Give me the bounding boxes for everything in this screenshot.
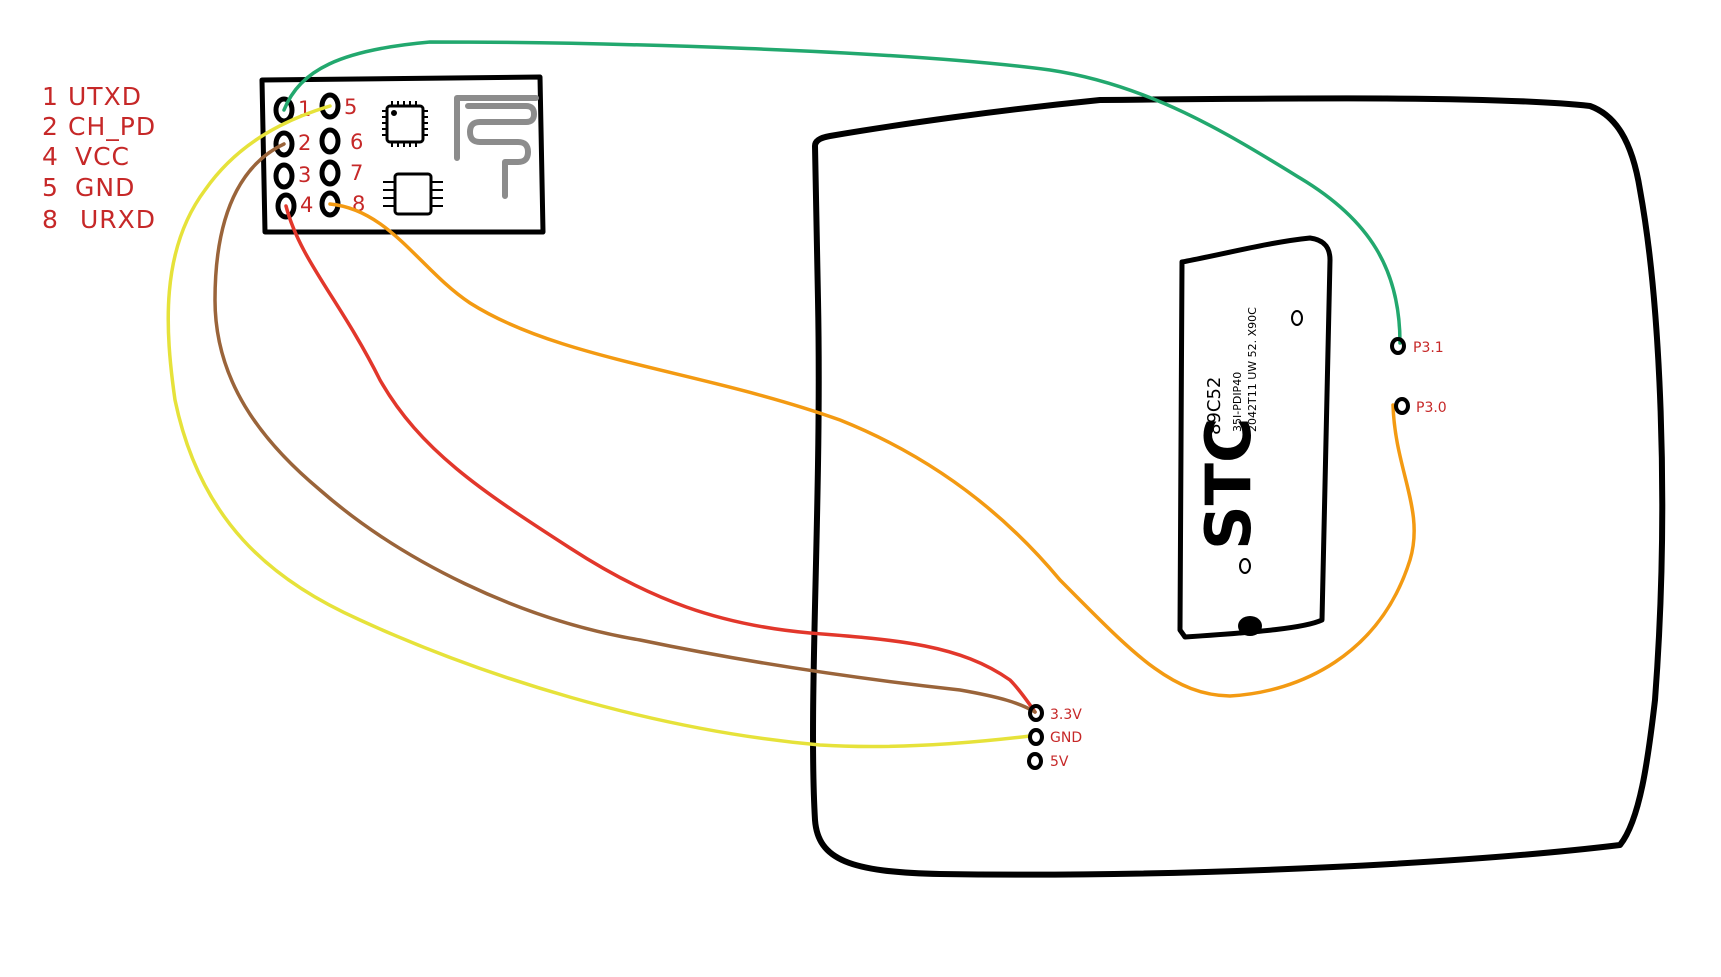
legend-name-4: VCC xyxy=(75,142,130,171)
chip-model: 89C52 xyxy=(1204,377,1225,435)
power-label-33v: 3.3V xyxy=(1050,707,1082,723)
module-pin-6 xyxy=(319,127,341,155)
wire-red-vcc-33v xyxy=(284,204,1037,714)
legend-name-8: URXD xyxy=(80,205,156,234)
pin-legend: 1 UTXD 2 CH_PD 4 VCC 5 GND 8 URXD xyxy=(42,82,156,234)
module-pin-4 xyxy=(275,192,297,220)
chip-brand: STC xyxy=(1192,418,1265,550)
legend-num-1: 1 xyxy=(42,82,59,111)
ejector-mark-upper xyxy=(1291,310,1303,326)
mcu-pin-pads xyxy=(1390,337,1410,415)
module-pin-1 xyxy=(273,96,295,124)
module-pin-label-7: 7 xyxy=(350,161,363,185)
pin1-marker-dot xyxy=(1238,616,1262,636)
module-pin-5 xyxy=(319,92,341,120)
wire-orange-urxd-p30 xyxy=(328,202,1416,698)
power-label-5v: 5V xyxy=(1050,754,1069,770)
module-pin-2 xyxy=(273,130,295,158)
wifi-module: 1 2 3 4 5 6 7 8 xyxy=(259,74,546,235)
legend-name-2: CH_PD xyxy=(68,112,156,141)
chip-date-code: 2042T11 UW 52. X90C xyxy=(1246,307,1259,432)
legend-num-8: 8 xyxy=(42,205,59,234)
module-pin-label-3: 3 xyxy=(298,163,311,187)
module-pin-header xyxy=(273,92,341,220)
power-pin-pads xyxy=(1027,704,1044,770)
mcu-pin-p31 xyxy=(1390,337,1406,355)
power-pin-33v xyxy=(1028,704,1044,722)
wires xyxy=(166,40,1416,749)
wifi-module-outline xyxy=(259,74,546,235)
mcu-pin-label-p30: P3.0 xyxy=(1416,400,1447,416)
qfn-chip-icon xyxy=(382,101,428,147)
flash-chip-icon xyxy=(383,172,443,216)
antenna-icon xyxy=(454,95,539,199)
power-label-gnd: GND xyxy=(1050,730,1082,746)
module-pin-7 xyxy=(319,159,341,187)
mcu-pin-label-p31: P3.1 xyxy=(1413,340,1444,356)
wire-brown-chpd-33v xyxy=(213,142,1037,714)
chip-package: 35I-PDIP40 xyxy=(1231,372,1244,432)
legend-num-2: 2 xyxy=(42,112,59,141)
wire-yellow-gnd-gnd xyxy=(166,104,1032,749)
legend-name-1: UTXD xyxy=(68,82,142,111)
module-pin-label-2: 2 xyxy=(298,131,311,155)
module-pin-label-6: 6 xyxy=(350,130,363,154)
mcu-pin-p30 xyxy=(1394,397,1410,415)
mcu-board-outline xyxy=(810,95,1666,878)
module-pin-label-5: 5 xyxy=(344,95,357,119)
module-pin-label-4: 4 xyxy=(300,193,313,217)
legend-num-4: 4 xyxy=(42,142,59,171)
power-pin-5v xyxy=(1027,752,1043,770)
power-pin-gnd xyxy=(1028,728,1044,746)
wire-green-utxd-p31 xyxy=(282,40,1402,345)
ejector-mark-lower xyxy=(1239,558,1251,574)
legend-num-5: 5 xyxy=(42,173,59,202)
legend-name-5: GND xyxy=(75,173,135,202)
module-pin-3 xyxy=(273,162,295,190)
stc-chip: STC 89C52 35I-PDIP40 2042T11 UW 52. X90C xyxy=(1177,235,1333,640)
